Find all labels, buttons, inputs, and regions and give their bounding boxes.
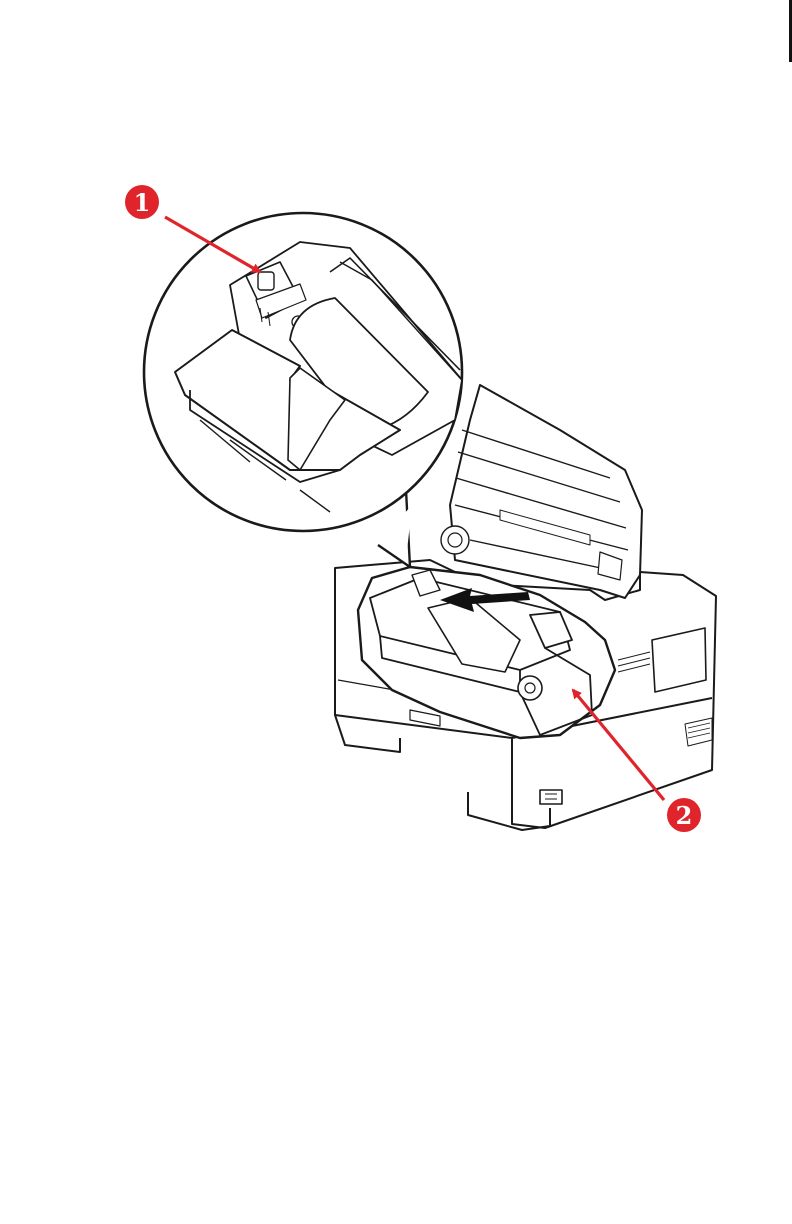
printer-top-cover <box>441 385 642 598</box>
callout-2-label: 2 <box>676 801 693 830</box>
callout-1-label: 1 <box>134 188 151 217</box>
